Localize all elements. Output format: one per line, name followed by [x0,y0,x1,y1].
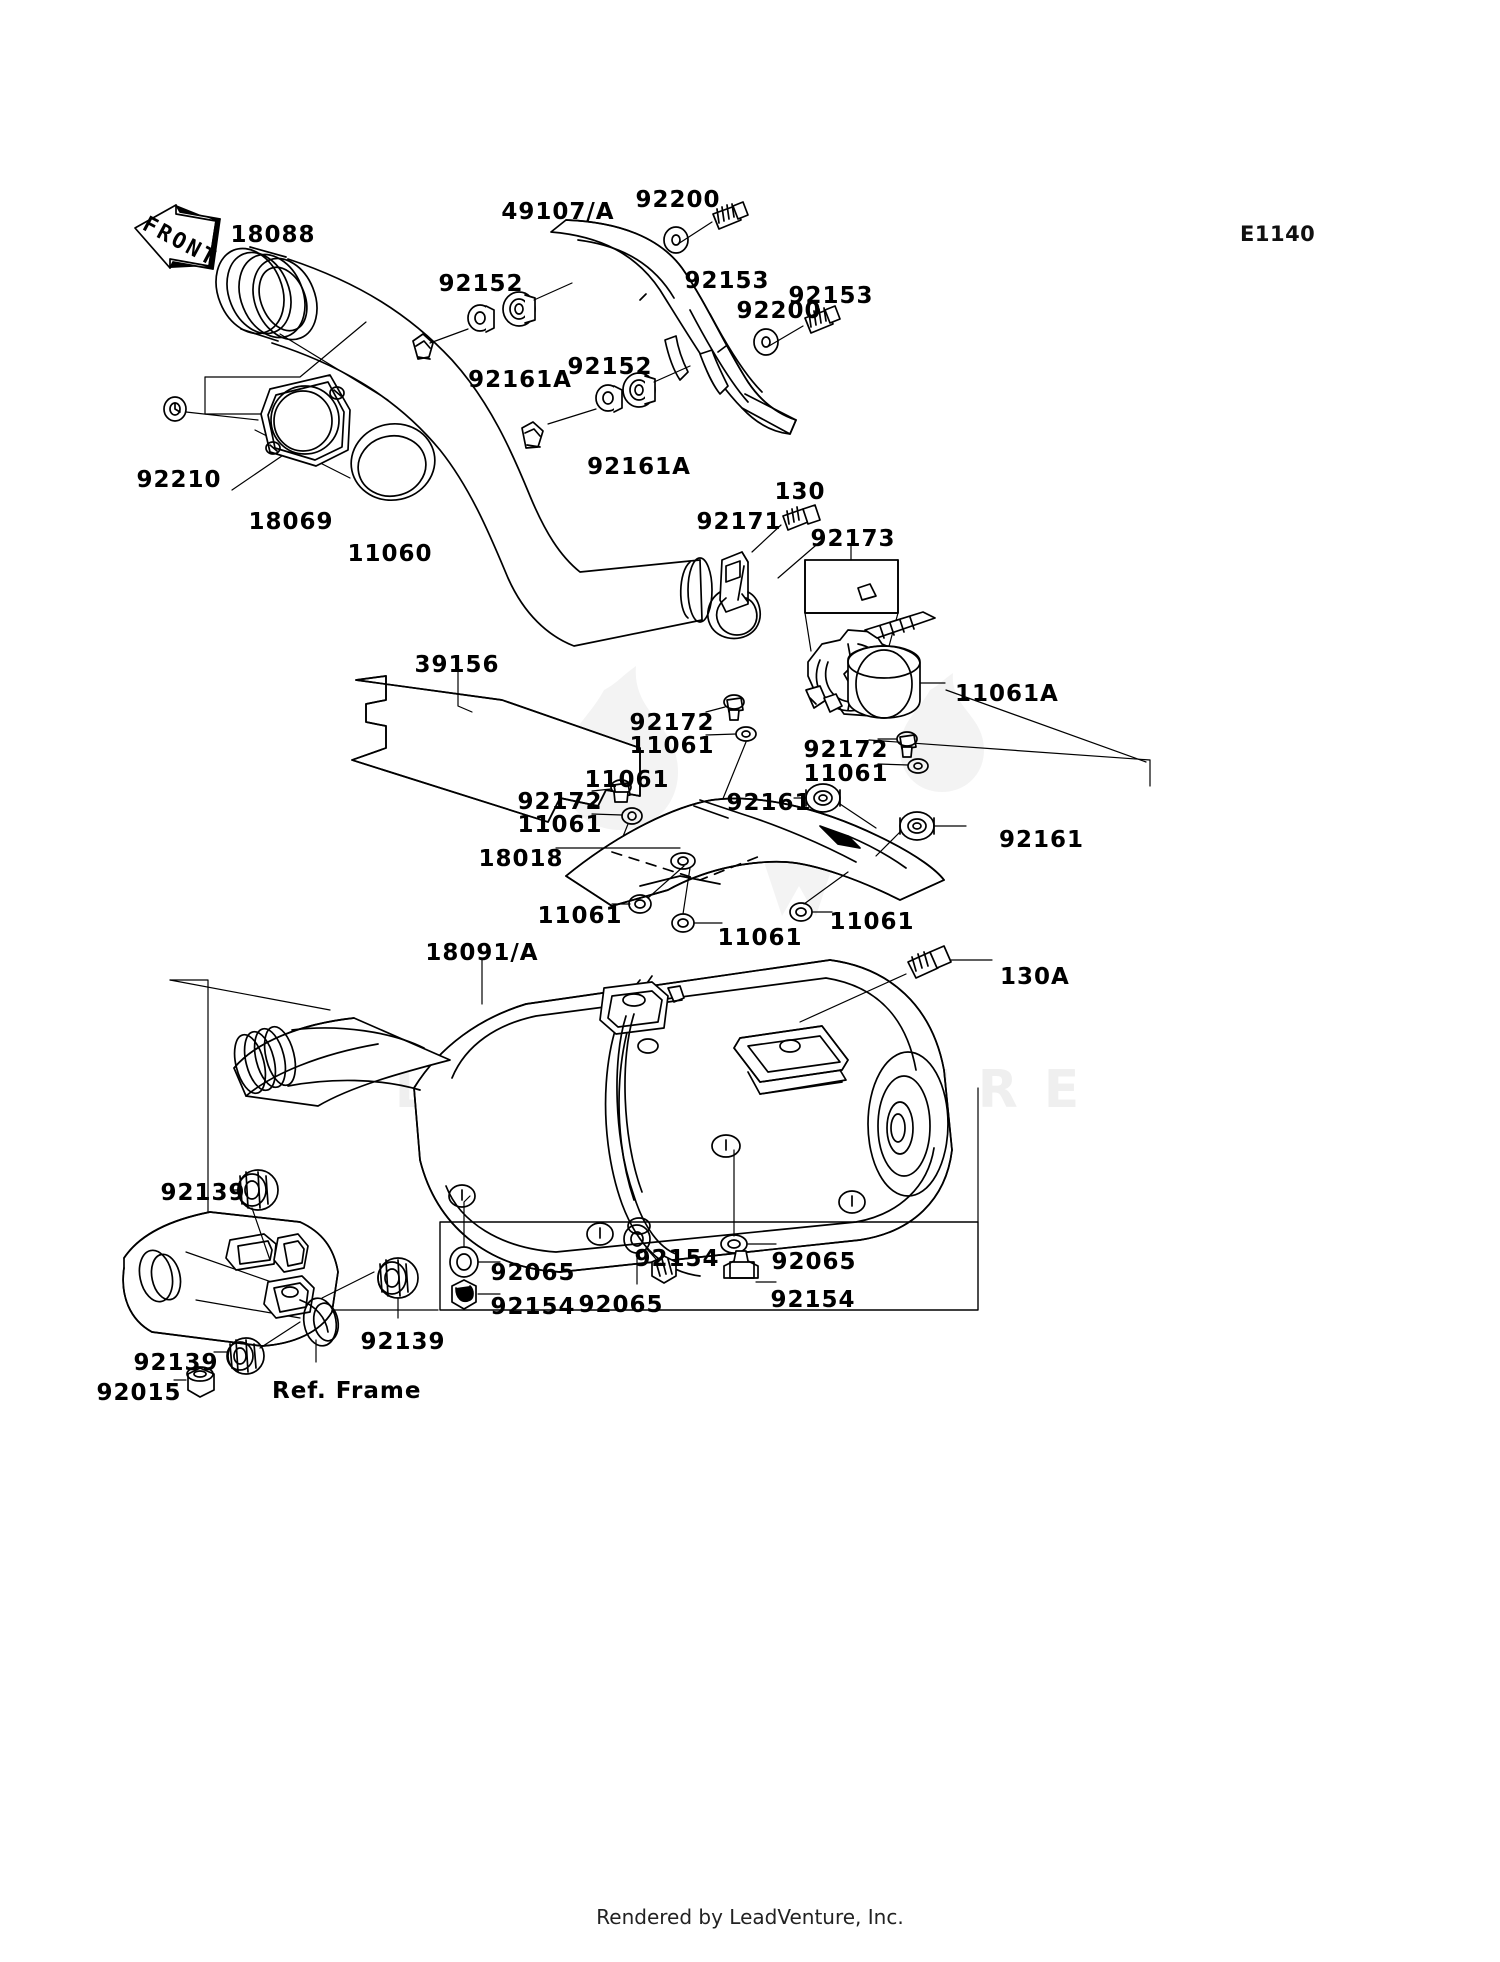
part-label-92154[interactable]: 92154 [490,1294,576,1320]
nut-92154-b [651,1255,677,1284]
nut-92015 [173,1366,215,1398]
part-label-11060[interactable]: 11060 [347,541,433,567]
washer-92065-a [449,1195,501,1278]
part-label-18018[interactable]: 18018 [478,846,564,872]
exhaust-pipe-18091 [271,258,713,647]
part-label-ref--frame[interactable]: Ref. Frame [272,1378,422,1404]
part-label-92153[interactable]: 92153 [684,268,770,294]
part-label-92200[interactable]: 92200 [736,298,822,324]
fastener-92152-b [595,384,623,413]
nut-92139-a [231,1169,279,1261]
part-label-92172[interactable]: 92172 [517,789,603,815]
part-label-11061[interactable]: 11061 [829,909,915,935]
fastener-92200-upper [663,226,689,254]
part-label-11061[interactable]: 11061 [629,733,715,759]
part-label-92200[interactable]: 92200 [635,187,721,213]
damper-92161-b [875,811,967,857]
part-label-92172[interactable]: 92172 [629,710,715,736]
part-label-92015[interactable]: 92015 [96,1380,182,1406]
part-label-92171[interactable]: 92171 [696,509,782,535]
clamp-92171 [707,551,761,640]
part-label-92065[interactable]: 92065 [578,1292,664,1318]
part-label-11061[interactable]: 11061 [537,903,623,929]
part-label-18069[interactable]: 18069 [248,509,334,535]
part-label-39156[interactable]: 39156 [414,652,500,678]
part-label-92153[interactable]: 92153 [788,283,874,309]
part-label-92139[interactable]: 92139 [133,1350,219,1376]
part-label-11061[interactable]: 11061 [717,925,803,951]
part-label-130a[interactable]: 130A [1000,964,1070,990]
part-label-49107-a[interactable]: 49107/A [501,199,615,225]
pipe-joint-18088 [215,246,318,342]
fastener-92153-lower [768,305,841,347]
damper-92161A-b [622,372,656,408]
part-label-92172[interactable]: 92172 [803,737,889,763]
nut-92154-c [723,1250,777,1283]
part-label-11061[interactable]: 11061 [803,761,889,787]
part-label-92154[interactable]: 92154 [770,1287,856,1313]
washer-92065-c [720,1149,777,1254]
part-label-18088[interactable]: 18088 [230,222,316,248]
fastener-92200-lower [753,328,779,356]
diagram-id: E1140 [1240,222,1316,246]
part-label-92161[interactable]: 92161 [726,790,812,816]
part-label-92065[interactable]: 92065 [771,1249,857,1275]
part-label-92152[interactable]: 92152 [438,271,524,297]
washer-11061-a [705,726,757,807]
part-label-18091-a[interactable]: 18091/A [425,940,539,966]
part-label-92173[interactable]: 92173 [810,526,896,552]
part-label-92210[interactable]: 92210 [136,467,222,493]
part-label-92161[interactable]: 92161 [999,827,1085,853]
pipe-bracket-tabs [412,333,544,449]
part-label-11061[interactable]: 11061 [584,767,670,793]
heat-shield-18018 [565,797,945,907]
part-label-92065[interactable]: 92065 [490,1260,576,1286]
footer-credit: Rendered by LeadVenture, Inc. [596,1905,904,1929]
part-label-92139[interactable]: 92139 [160,1180,246,1206]
exhaust-gasket-11060 [350,422,436,502]
washer-92065-b [623,1224,665,1285]
part-label-92139[interactable]: 92139 [360,1329,446,1355]
nut-92139-c [213,1321,301,1375]
ref-frame-assembly [122,1211,340,1363]
washer-11061-b [877,758,929,774]
gasket-sheet-39156 [351,675,641,823]
front-direction-arrow [134,204,221,270]
fastener-92153-upper [677,201,749,245]
part-label-92161a[interactable]: 92161A [587,454,691,480]
nut-92139-b [321,1257,419,1319]
part-label-92152[interactable]: 92152 [567,354,653,380]
washer-11061-f [789,871,849,922]
fastener-92172-a [705,694,745,721]
washer-11061-e [671,867,723,933]
bolt-130A [799,945,993,1023]
part-label-11061a[interactable]: 11061A [955,681,1059,707]
bolt-130 [751,504,821,553]
exhaust-flange-18069 [260,374,351,467]
nut-92154-a [451,1279,501,1310]
washer-11061-d [611,865,685,914]
fastener-92210 [163,396,259,422]
fastener-92172-b [877,731,918,758]
gasket-11061A [847,645,1151,787]
damper-92161-a [793,783,877,829]
muffler-18091 [233,959,953,1277]
part-label-92161a[interactable]: 92161A [468,367,572,393]
part-label-130[interactable]: 130 [774,479,826,505]
part-label-11061[interactable]: 11061 [517,812,603,838]
fastener-92172-c [591,779,632,803]
damper-92161A-a [502,291,536,327]
fastener-92152-a [467,304,495,333]
part-label-92154[interactable]: 92154 [634,1246,720,1272]
